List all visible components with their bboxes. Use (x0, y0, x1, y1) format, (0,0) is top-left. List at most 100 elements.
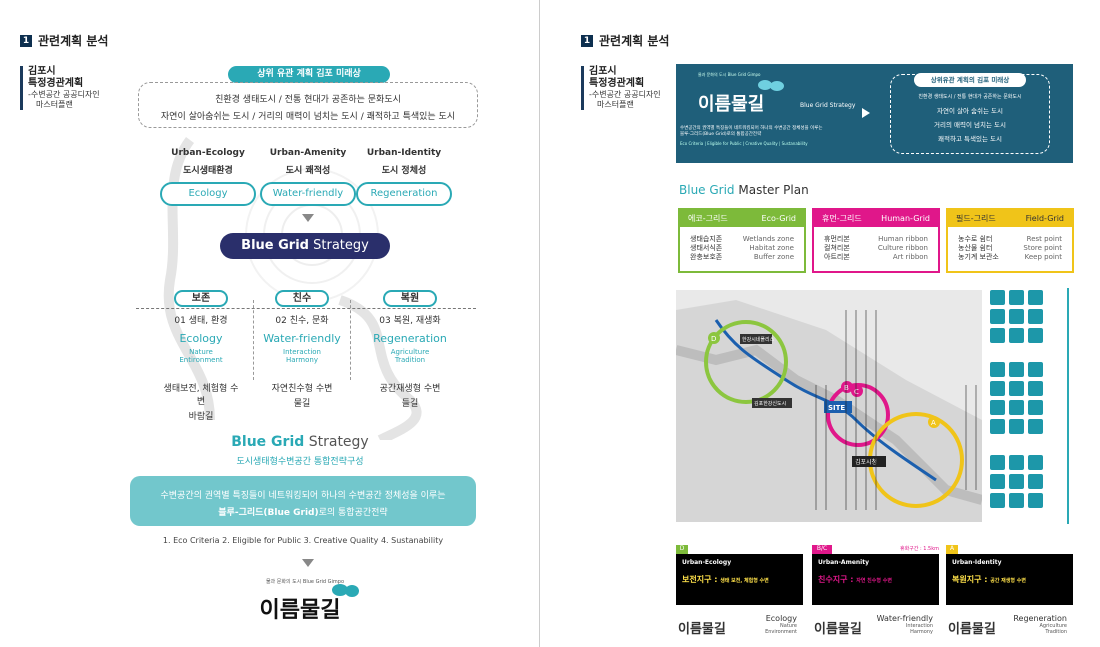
card-sub2: Tradition (1045, 629, 1067, 635)
map-marker-c: C (854, 388, 859, 396)
card-kr: 친수지구 (818, 575, 848, 584)
zone-sub1: Nature (189, 348, 213, 356)
facility-icon (1028, 362, 1043, 377)
section-number: 1 (581, 34, 593, 47)
facility-icon (990, 362, 1005, 377)
arrow-right-icon (862, 108, 870, 118)
facility-icon (1028, 455, 1043, 470)
facility-icon (1009, 493, 1024, 508)
zone-ecology: 보존 01 생태, 환경 Ecology Nature Entironment … (160, 290, 242, 422)
card-sub2: Environment (765, 629, 797, 635)
urban-col-kr: 도시 정체성 (381, 166, 427, 176)
side-label-line1: 김포시 (589, 66, 617, 77)
section-number: 1 (20, 34, 32, 47)
strategy-bold: Blue Grid (231, 434, 305, 450)
blue-grid-strategy-pill: Blue Grid Strategy (220, 233, 390, 259)
grid-item-en: Habitat zone (749, 244, 794, 252)
zone-separator-2 (350, 300, 351, 380)
top-vision-pill: 상위 유관 계획 김포 미래상 (228, 66, 390, 83)
card-footer-text: Regeneration Agriculture Tradition (1013, 614, 1067, 635)
master-plan-rest: Master Plan (734, 183, 809, 197)
master-plan-bold: Blue Grid (679, 183, 735, 197)
master-plan-title: Blue Grid Master Plan (679, 183, 809, 197)
card-en: Urban-Ecology (682, 559, 732, 566)
banner-vision-line: 쾌적하고 특색있는 도시 (938, 135, 1002, 143)
card-title: 보전지구 : 생태 보전, 체험형 수변 (682, 575, 769, 584)
zone-water: 친수 02 친수, 문화 Water-friendly Interaction … (258, 290, 346, 409)
facility-icon (1028, 309, 1043, 324)
grid-item: 생태습지존 (690, 235, 723, 243)
map-label-1: 한강시네폴리스 (742, 336, 775, 343)
urban-col-identity: Urban-Identity 도시 정체성 Regeneration (356, 148, 452, 206)
zone-desc2: 바람길 (188, 412, 214, 422)
side-label-line2: 특정경관계획 (589, 78, 645, 89)
vision-line-2: 자연이 살아숨쉬는 도시 / 거리의 매력이 넘치는 도시 / 쾌적하고 특색있… (160, 112, 456, 122)
facility-icon (1009, 328, 1024, 343)
zone-title: 01 생태, 환경 (174, 316, 228, 326)
grid-kr: 필드-그리드 (956, 214, 996, 223)
arrow-down-icon (302, 559, 314, 567)
map-marker-b: B (844, 384, 849, 392)
map-marker-a: A (931, 419, 936, 427)
card-tag: A (946, 545, 958, 554)
grid-item-en: Wetlands zone (742, 235, 794, 243)
facility-icon (990, 400, 1005, 415)
zone-tag: 보존 (174, 290, 228, 307)
card-identity: A Urban-Identity 복원지구 : 공간 재생형 수변 (946, 545, 1073, 605)
grid-item: 농기계 보관소 (958, 253, 999, 261)
facility-icon (1028, 419, 1043, 434)
strategy-light: Strategy (308, 434, 369, 450)
urban-col-en: Urban-Amenity (269, 148, 347, 158)
facility-icon (1028, 400, 1043, 415)
banner-logo: 이름물길 (698, 94, 765, 115)
zone-desc1: 생태보전, 체험형 수변 (163, 384, 239, 407)
banner-criteria: Eco Criteria | Eligible for Public | Cre… (680, 141, 808, 146)
card-sub2: Harmony (910, 629, 933, 635)
facility-icon (990, 455, 1005, 470)
arrow-down-icon (302, 214, 314, 222)
zone-sub1: Interaction (283, 348, 321, 356)
facility-icons-group-2 (990, 362, 1045, 434)
facility-icon (990, 328, 1005, 343)
card-sub1: Nature (780, 623, 797, 629)
card-desc: 자연 친수형 수변 (856, 578, 892, 584)
urban-col-amenity: Urban-Amenity 도시 쾌적성 Water-friendly (260, 148, 356, 206)
logo-mark-icon (332, 584, 359, 597)
facility-icon (1009, 400, 1024, 415)
card-ecology: D Urban-Ecology 보전지구 : 생태 보전, 체험형 수변 (676, 545, 803, 605)
strategy-heading: Blue Grid Strategy (200, 434, 400, 450)
map-marker-d: D (711, 335, 716, 343)
grid-en: Field-Grid (1025, 214, 1064, 223)
card-footer-identity: 이름물길 Regeneration Agriculture Tradition (946, 612, 1073, 640)
section-scale-bar (1067, 288, 1069, 524)
strategy-subtitle: 도시생태형수변공간 통합전략구성 (236, 457, 364, 467)
urban-col-ecology: Urban-Ecology 도시생태환경 Ecology (160, 148, 256, 206)
facility-icon (990, 381, 1005, 396)
zone-separator-1 (253, 300, 254, 380)
section-title: 1 관련계획 분석 (20, 32, 108, 49)
facility-icon (1028, 381, 1043, 396)
card-logo: 이름물길 (948, 622, 996, 637)
criteria-line: 1. Eco Criteria 2. Eligible for Public 3… (162, 536, 444, 545)
side-label: 김포시 특정경관계획 -수변공간 공공디자인 마스터플랜 (20, 66, 100, 110)
zone-sub2: Harmony (286, 356, 318, 364)
banner-vision-line: 친환경 생태도시 / 전통 현대가 공존하는 문화도시 (918, 94, 1022, 100)
grid-item: 컬쳐리본 (824, 244, 850, 252)
grid-item: 생태서식존 (690, 244, 723, 252)
card-logo: 이름물길 (814, 622, 862, 637)
card-en: Urban-Identity (952, 559, 1002, 566)
grid-en: Eco-Grid (761, 214, 796, 223)
grid-item-en: Keep point (1024, 253, 1062, 261)
banner-strategy: Blue Grid Strategy (800, 102, 856, 109)
logo-tagline: 물과 문화의 도시 Blue Grid Gimpo (265, 579, 345, 585)
side-label-line2: 특정경관계획 (28, 78, 84, 89)
card-footer-text: Ecology Nature Environment (765, 614, 797, 635)
facility-icon (990, 493, 1005, 508)
urban-col-kr: 도시 쾌적성 (285, 166, 331, 176)
section-title-text: 관련계획 분석 (599, 34, 670, 48)
zone-desc2: 들길 (401, 399, 419, 409)
card-grid: Ecology (765, 614, 797, 623)
strategy-box: 수변공간의 권역별 특징들이 네트워킹되어 하나의 수변공간 정체성을 이루는 … (130, 476, 476, 526)
